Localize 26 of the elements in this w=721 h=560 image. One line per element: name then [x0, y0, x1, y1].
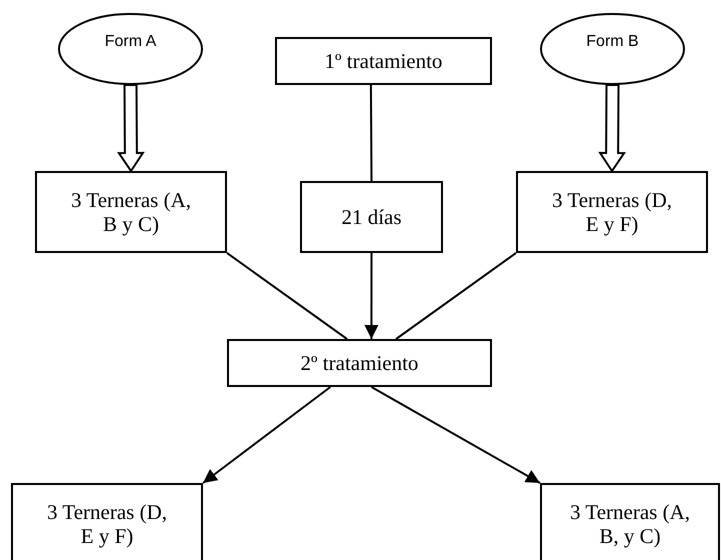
node-label: 3 Terneras (A, B y C) — [70, 188, 192, 236]
ellipse-node — [540, 13, 685, 85]
process-box — [300, 181, 443, 253]
process-box — [227, 339, 492, 387]
block-arrow — [117, 84, 145, 173]
process-box — [516, 171, 708, 253]
process-box — [275, 37, 492, 85]
node-label: 2º tratamiento — [300, 351, 418, 375]
node-label: Form B — [586, 32, 639, 52]
node-label: 1º tratamiento — [324, 49, 442, 73]
arrow — [370, 386, 540, 484]
connector-line — [395, 252, 517, 340]
process-box — [11, 483, 203, 560]
connector-line — [226, 252, 348, 340]
node-label: Form A — [104, 32, 156, 52]
node-label: 3 Terneras (D, E y F) — [550, 188, 673, 236]
process-box — [540, 483, 720, 560]
arrow — [202, 386, 331, 484]
process-box — [35, 171, 227, 253]
node-label: 21 días — [341, 205, 402, 229]
node-label: 3 Terneras (A, B, y C) — [568, 500, 691, 548]
node-label: 3 Terneras (D, E y F) — [46, 500, 168, 548]
connector-line — [370, 85, 372, 181]
block-arrow — [598, 84, 626, 173]
ellipse-node — [58, 13, 203, 85]
arrow — [364, 253, 378, 339]
